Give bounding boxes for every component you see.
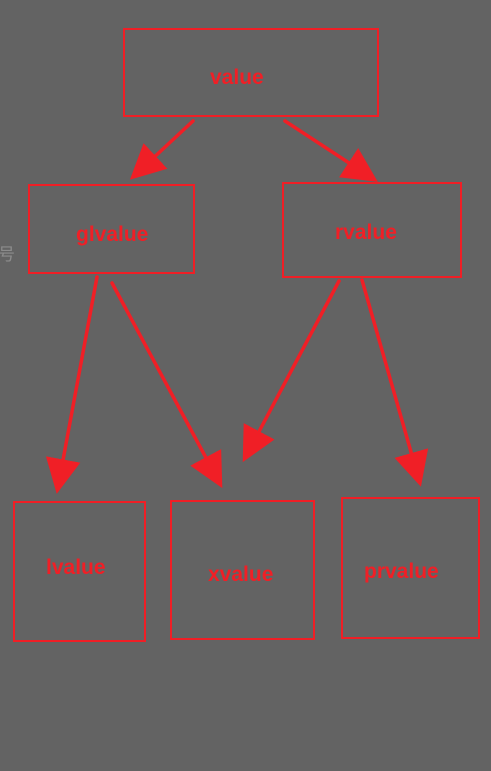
arrow-glvalue-to-lvalue xyxy=(45,275,99,494)
arrow-rvalue-to-xvalue xyxy=(242,279,341,463)
node-value xyxy=(123,28,379,117)
arrow-glvalue-to-xvalue xyxy=(110,281,223,489)
node-glvalue-label: glvalue xyxy=(76,223,149,246)
node-prvalue xyxy=(341,497,480,639)
arrow-value-to-rvalue xyxy=(283,119,378,182)
node-rvalue-label: rvalue xyxy=(335,221,397,244)
node-glvalue xyxy=(28,184,195,274)
arrow-rvalue-to-prvalue xyxy=(360,278,429,487)
node-value-label: value xyxy=(210,66,264,89)
node-prvalue-label: prvalue xyxy=(364,560,439,583)
node-lvalue xyxy=(13,501,146,642)
node-lvalue-label: lvalue xyxy=(46,556,106,579)
node-xvalue-label: xvalue xyxy=(208,563,274,586)
arrow-value-to-glvalue xyxy=(129,119,195,180)
node-xvalue xyxy=(170,500,315,640)
stray-glyph: 号 xyxy=(0,245,15,265)
node-rvalue xyxy=(282,182,462,278)
